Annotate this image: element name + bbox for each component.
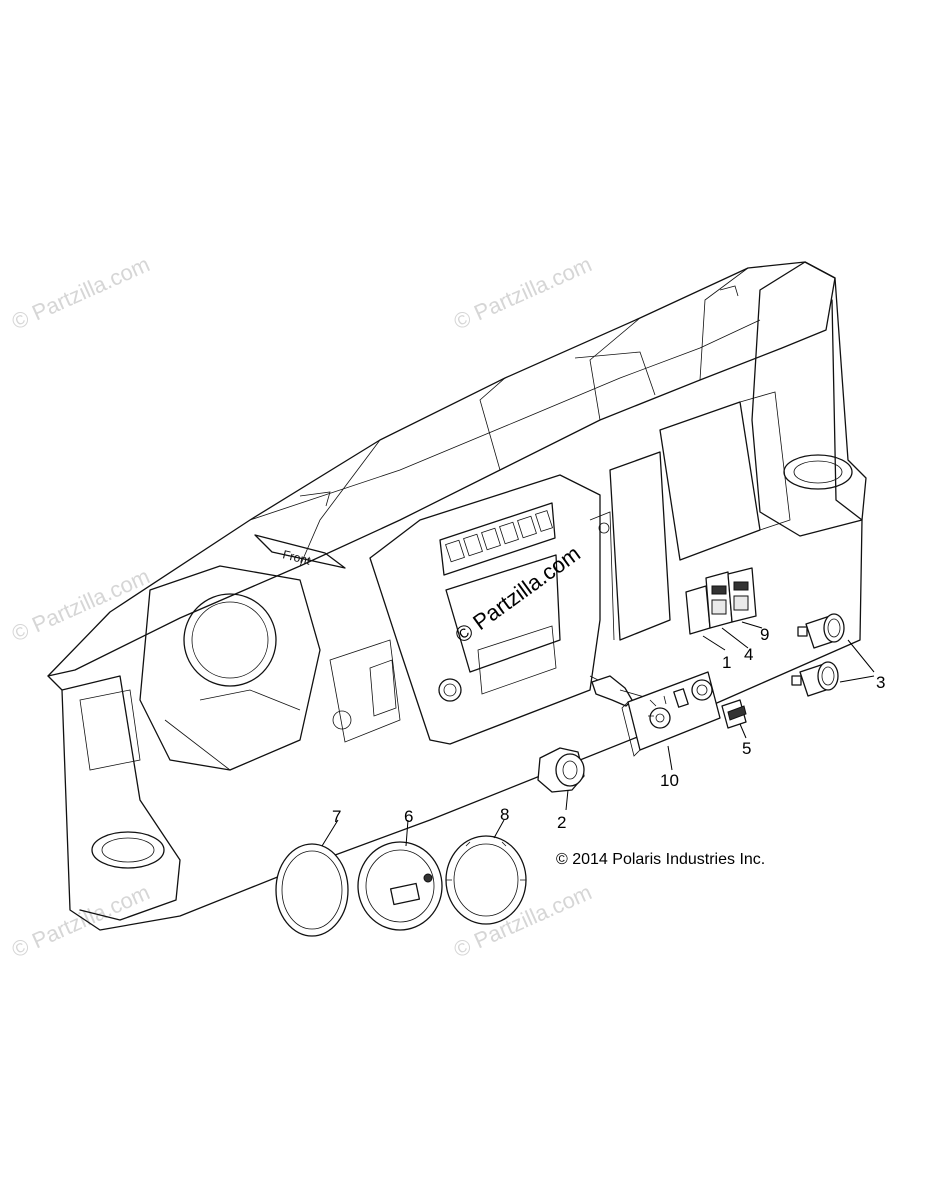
gauge-bezel-ring bbox=[275, 843, 349, 937]
small-switch bbox=[721, 699, 747, 729]
watermark-top-left: © Partzilla.com bbox=[8, 251, 154, 334]
watermark-bottom-left: © Partzilla.com bbox=[8, 879, 154, 962]
watermark-mid-left: © Partzilla.com bbox=[8, 563, 154, 646]
copyright-notice: © 2014 Polaris Industries Inc. bbox=[556, 851, 765, 868]
callout-7: 7 bbox=[332, 807, 341, 826]
speedometer-gauge bbox=[357, 841, 443, 931]
front-label: Front bbox=[281, 547, 312, 568]
callout-2: 2 bbox=[557, 813, 566, 832]
switch-cutouts bbox=[445, 510, 553, 563]
switch-panel bbox=[589, 671, 721, 757]
callouts: 1 2 3 4 5 6 7 8 9 10 bbox=[332, 625, 885, 832]
ignition-switch bbox=[537, 747, 585, 793]
callout-8: 8 bbox=[500, 805, 509, 824]
callout-1: 1 bbox=[722, 653, 731, 672]
watermark-top-mid: © Partzilla.com bbox=[450, 251, 596, 334]
watermark-center: © Partzilla.com bbox=[450, 541, 585, 648]
callout-4: 4 bbox=[744, 645, 753, 664]
gauge-retaining-ring bbox=[445, 835, 527, 925]
power-socket-upper bbox=[797, 613, 845, 649]
dashboard-assembly: Front bbox=[47, 261, 867, 931]
rocker-switch-cluster bbox=[685, 567, 757, 635]
callout-5: 5 bbox=[742, 739, 751, 758]
power-socket-lower bbox=[791, 661, 839, 697]
callout-6: 6 bbox=[404, 807, 413, 826]
callout-10: 10 bbox=[660, 771, 679, 790]
callout-9: 9 bbox=[760, 625, 769, 644]
front-label-plate: Front bbox=[254, 534, 346, 569]
callout-3: 3 bbox=[876, 673, 885, 692]
leader-lines bbox=[321, 621, 875, 847]
